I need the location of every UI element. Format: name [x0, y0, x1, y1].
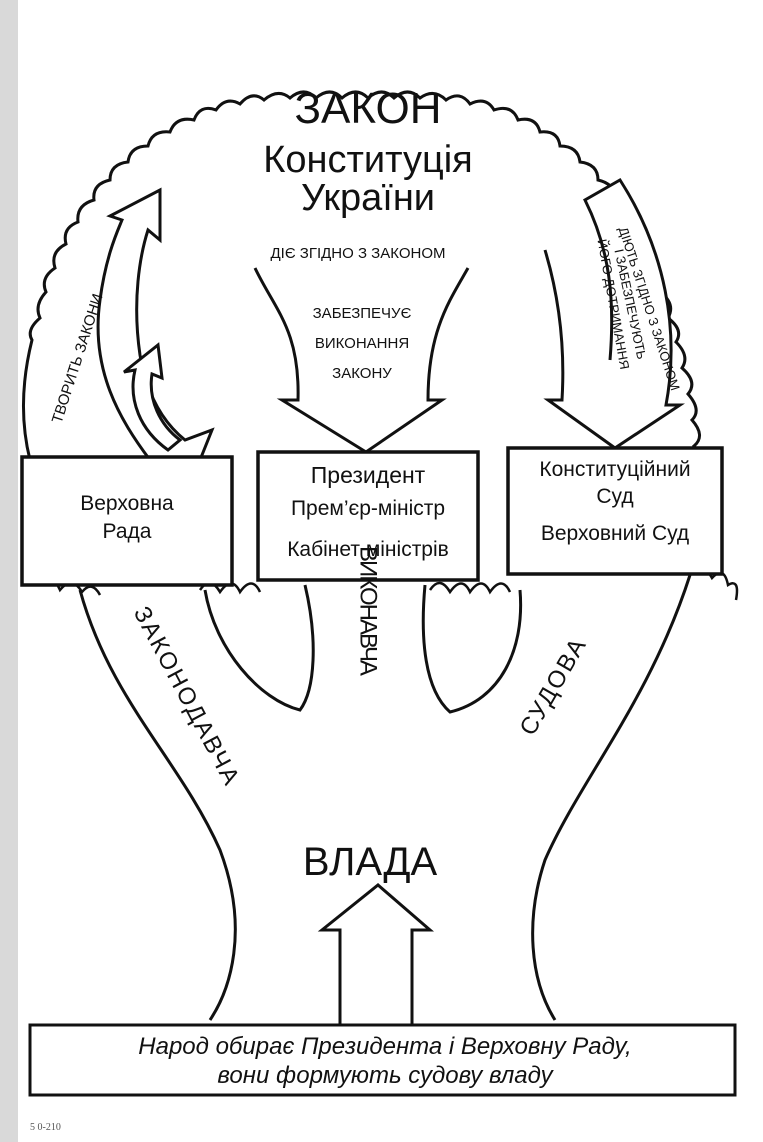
trunk-label-power: ВЛАДА: [303, 840, 438, 884]
judicial-box-line3: Верховний Суд: [541, 522, 689, 545]
branch-executive-label: ВИКОНАВЧА: [355, 546, 382, 676]
branch-legislative-label: ЗАКОНОДАВЧА: [128, 602, 246, 791]
judicial-arrow: [543, 177, 685, 450]
executive-box-line1: Президент: [311, 462, 426, 488]
judicial-box: [506, 446, 724, 576]
title-constitution: Конституція: [263, 139, 473, 181]
people-box-line1: Народ обирає Президента і Верховну Раду,: [138, 1033, 631, 1060]
branch-judicial-label: СУДОВА: [515, 632, 593, 740]
executive-arrow-label-top: ДІЄ ЗГІДНО З ЗАКОНОМ: [271, 245, 446, 262]
people-box: [28, 1023, 737, 1097]
executive-arrow-label-1: ЗАБЕЗПЕЧУЄ: [313, 305, 412, 322]
legislative-box: [20, 455, 234, 587]
executive-box: [256, 450, 480, 582]
crown-lower-scallops-middle: [428, 581, 512, 595]
people-box-line2: вони формують судову владу: [217, 1062, 554, 1089]
judicial-box-line1: Конституційний: [539, 458, 690, 481]
judicial-box-line2: Суд: [596, 485, 633, 508]
title-ukraine: України: [301, 177, 435, 219]
trunk-inner-arch-left: [203, 584, 315, 712]
trunk-inner-arch-right: [421, 584, 523, 714]
legislative-arrow-label: ТВОРИТЬ ЗАКОНИ: [49, 292, 107, 426]
executive-box-line2: Прем’єр-міністр: [291, 497, 445, 520]
legislative-box-line2: Рада: [103, 520, 152, 543]
people-arrow: [317, 883, 435, 1030]
executive-arrow: [253, 267, 470, 454]
executive-box-line3: Кабінет міністрів: [287, 538, 449, 561]
tree-trunk-outline: [78, 574, 692, 1021]
executive-arrow-label-3: ЗАКОНУ: [332, 365, 392, 382]
title-law: ЗАКОН: [294, 84, 441, 133]
page-edge-shadow: [0, 0, 18, 1142]
executive-arrow-label-2: ВИКОНАННЯ: [315, 335, 409, 352]
legislative-box-line1: Верховна: [80, 492, 174, 515]
page-footer-code: 5 0-210: [30, 1122, 61, 1133]
legislative-small-arrow: [123, 342, 183, 452]
